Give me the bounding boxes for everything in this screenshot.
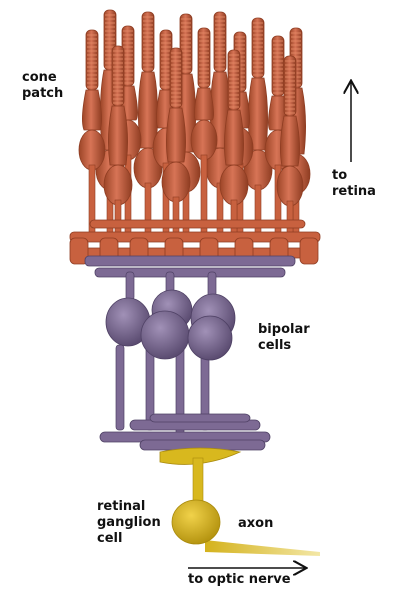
label-bipolar-cells-line1: bipolar (258, 322, 310, 338)
bipolar-dendrite-band (85, 256, 295, 266)
bipolar-terminal (150, 414, 250, 422)
cone-pedicle (90, 220, 305, 228)
ganglion-soma (172, 500, 220, 544)
label-to-optic-nerve: to optic nerve (188, 572, 291, 588)
retinal-ganglion-cell-shape (160, 448, 320, 556)
label-cone-patch-line2: patch (22, 86, 63, 102)
label-to-retina: to retina (332, 168, 376, 200)
bipolar-process (116, 345, 124, 430)
label-axon: axon (238, 516, 273, 532)
label-retinal-ganglion-line3: cell (97, 531, 161, 547)
cone-cell (191, 28, 217, 238)
cone-pedicle-foot (300, 238, 318, 264)
label-cone-patch-line1: cone (22, 70, 63, 86)
bipolar-process (126, 272, 134, 300)
bipolar-soma (141, 311, 189, 359)
label-retinal-ganglion-cell: retinal ganglion cell (97, 499, 161, 547)
label-bipolar-cells-line2: cells (258, 338, 310, 354)
ganglion-axon (205, 540, 320, 556)
cone-photoreceptors (79, 10, 310, 238)
bipolar-soma (188, 316, 232, 360)
label-cone-patch: cone patch (22, 70, 63, 102)
label-to-retina-line2: retina (332, 184, 376, 200)
label-to-retina-line1: to (332, 168, 376, 184)
label-bipolar-cells: bipolar cells (258, 322, 310, 354)
label-retinal-ganglion-line2: ganglion (97, 515, 161, 531)
bipolar-dendrite-band (95, 268, 285, 277)
label-retinal-ganglion-line1: retinal (97, 499, 161, 515)
